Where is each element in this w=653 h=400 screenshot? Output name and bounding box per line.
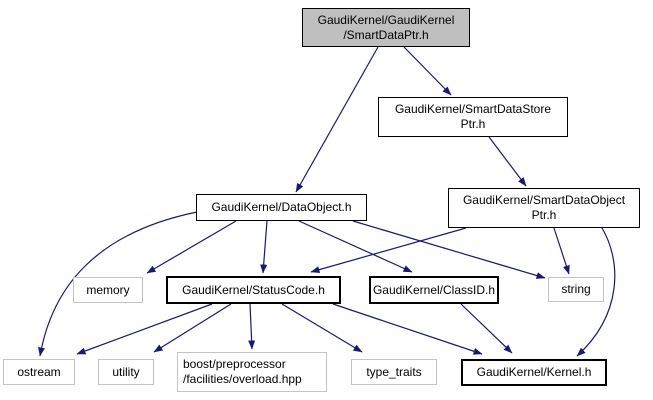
edge-status-code-to-utility xyxy=(153,303,232,353)
node-label: GaudiKernel/GaudiKernel xyxy=(317,12,455,27)
node-label: GaudiKernel/Kernel.h xyxy=(476,365,592,379)
edge-class-id-to-kernel xyxy=(460,303,513,354)
node-boost-overload: boost/preprocessor /facilities/overload.… xyxy=(177,352,327,392)
node-label: /facilities/overload.hpp xyxy=(183,372,302,386)
edge-status-code-to-ostream xyxy=(76,303,213,355)
node-label: Ptr.h xyxy=(531,208,557,222)
node-label: string xyxy=(561,282,591,296)
node-data-object[interactable]: GaudiKernel/DataObject.h xyxy=(196,194,367,221)
node-label: boost/preprocessor xyxy=(183,357,286,371)
node-kernel[interactable]: GaudiKernel/Kernel.h xyxy=(461,359,607,386)
edge-data-object-to-ostream xyxy=(38,211,198,357)
node-label: ostream xyxy=(17,364,61,379)
node-label: GaudiKernel/StatusCode.h xyxy=(182,282,325,297)
edge-status-code-to-kernel xyxy=(332,303,483,355)
edge-smart-data-object-ptr-to-status-code xyxy=(310,227,467,274)
edge-data-object-to-memory xyxy=(146,220,237,274)
edge-smart-data-ptr-to-data-object xyxy=(295,46,379,193)
node-ostream: ostream xyxy=(3,359,75,385)
edge-data-object-to-string xyxy=(352,220,546,279)
edge-smart-data-object-ptr-to-kernel xyxy=(576,227,616,357)
edge-smart-data-object-ptr-to-string xyxy=(553,227,570,275)
node-string: string xyxy=(548,277,604,302)
node-smart-data-object-ptr[interactable]: GaudiKernel/SmartDataObject Ptr.h xyxy=(448,188,640,228)
node-label: GaudiKernel/SmartDataObject xyxy=(462,193,626,207)
node-label: /SmartDataPtr.h xyxy=(343,27,429,42)
edge-status-code-to-type-traits xyxy=(281,303,363,353)
node-type-traits: type_traits xyxy=(351,359,437,385)
node-smart-data-store-ptr[interactable]: GaudiKernel/SmartDataStore Ptr.h xyxy=(378,97,568,137)
node-class-id[interactable]: GaudiKernel/ClassID.h xyxy=(369,276,499,304)
edge-data-object-to-class-id xyxy=(298,220,413,273)
edge-status-code-to-boost-overload xyxy=(248,303,256,350)
node-label: type_traits xyxy=(366,364,422,379)
node-utility: utility xyxy=(98,359,154,385)
node-label: GaudiKernel/ClassID.h xyxy=(372,282,496,297)
node-label: Ptr.h xyxy=(460,117,486,131)
node-label: utility xyxy=(112,364,140,379)
node-smart-data-ptr: GaudiKernel/GaudiKernel /SmartDataPtr.h xyxy=(302,8,470,47)
node-label: GaudiKernel/DataObject.h xyxy=(211,200,352,214)
edge-data-object-to-status-code xyxy=(260,220,268,274)
node-label: memory xyxy=(86,282,130,297)
edge-smart-data-store-ptr-to-smart-data-object-ptr xyxy=(488,136,527,187)
node-status-code[interactable]: GaudiKernel/StatusCode.h xyxy=(166,276,341,304)
edge-smart-data-ptr-to-smart-data-store-ptr xyxy=(403,46,452,96)
node-memory: memory xyxy=(73,277,143,303)
node-label: GaudiKernel/SmartDataStore xyxy=(394,102,552,116)
